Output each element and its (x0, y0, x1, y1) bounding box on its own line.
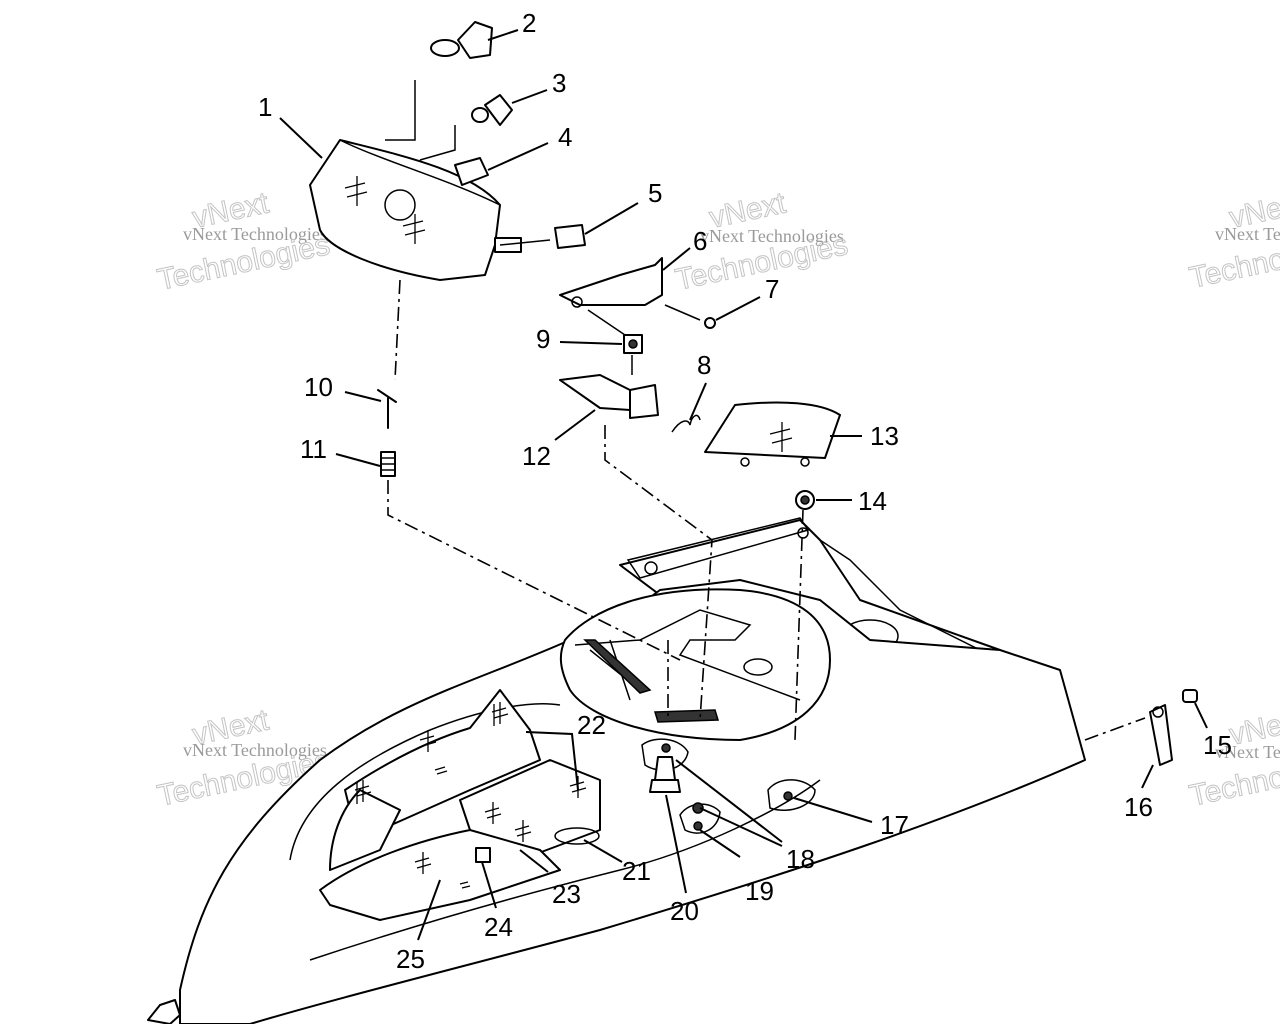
callout-11: 11 (300, 434, 327, 464)
callout-15: 15 (1203, 730, 1232, 760)
callout-8: 8 (697, 350, 711, 380)
pin (1182, 689, 1198, 703)
callout-21: 21 (622, 856, 651, 886)
adjuster-bolt (377, 389, 397, 429)
svg-text:vNext Technologies: vNext Technologies (183, 224, 327, 244)
callout-7: 7 (765, 274, 779, 304)
callout-23: 23 (552, 879, 581, 909)
grommet (795, 490, 815, 510)
watermark-lower-right: vNext vNext Technologies Technologies (1186, 703, 1280, 813)
mount-bracket (559, 374, 659, 419)
svg-text:vNext Technologies: vNext Technologies (1215, 742, 1280, 762)
watermark-upper-center: vNext vNext Technologies Technologies (672, 186, 851, 297)
spring (671, 414, 701, 433)
callout-14: 14 (858, 486, 887, 516)
pad (554, 224, 586, 249)
svg-text:vNext Technologies: vNext Technologies (1215, 224, 1280, 244)
watermark-upper-right: vNext vNext Technologies Technologies (1186, 186, 1280, 295)
callout-4: 4 (558, 122, 572, 152)
callout-16: 16 (1124, 792, 1153, 822)
callout-2: 2 (522, 8, 536, 38)
headlight (309, 139, 522, 281)
bulb (430, 21, 493, 59)
mount-hardware (641, 738, 721, 834)
callout-9: 9 (536, 324, 550, 354)
callout-6: 6 (693, 226, 707, 256)
callout-22: 22 (577, 710, 606, 740)
svg-text:vNext Technologies: vNext Technologies (700, 226, 844, 246)
callout-20: 20 (670, 896, 699, 926)
callout-19: 19 (745, 876, 774, 906)
rear-lens (704, 401, 841, 467)
adjuster-spring (380, 451, 396, 477)
callout-12: 12 (522, 441, 551, 471)
callout-3: 3 (552, 68, 566, 98)
connector (454, 157, 489, 186)
callout-13: 13 (870, 421, 899, 451)
watermark-upper-left: vNext vNext Technologies Technologies (154, 186, 333, 297)
svg-text:vNext Technologies: vNext Technologies (183, 740, 327, 760)
callout-17: 17 (880, 810, 909, 840)
callout-24: 24 (484, 912, 513, 942)
callout-25: 25 (396, 944, 425, 974)
bulb-socket (471, 94, 513, 126)
callout-1: 1 (258, 92, 272, 122)
callout-18: 18 (786, 844, 815, 874)
callout-10: 10 (304, 372, 333, 402)
latch (1149, 704, 1173, 766)
nut (623, 334, 643, 354)
assembly-lines (385, 80, 1146, 741)
hood-body (147, 517, 1086, 1024)
headlight-bracket (559, 257, 663, 308)
callout-numbers: 1 2 3 4 5 6 7 8 9 10 11 12 13 14 15 16 1… (258, 8, 1232, 974)
screw (704, 317, 716, 329)
callout-5: 5 (648, 178, 662, 208)
leader-lines (279, 29, 1208, 941)
plate-screw (767, 779, 816, 811)
